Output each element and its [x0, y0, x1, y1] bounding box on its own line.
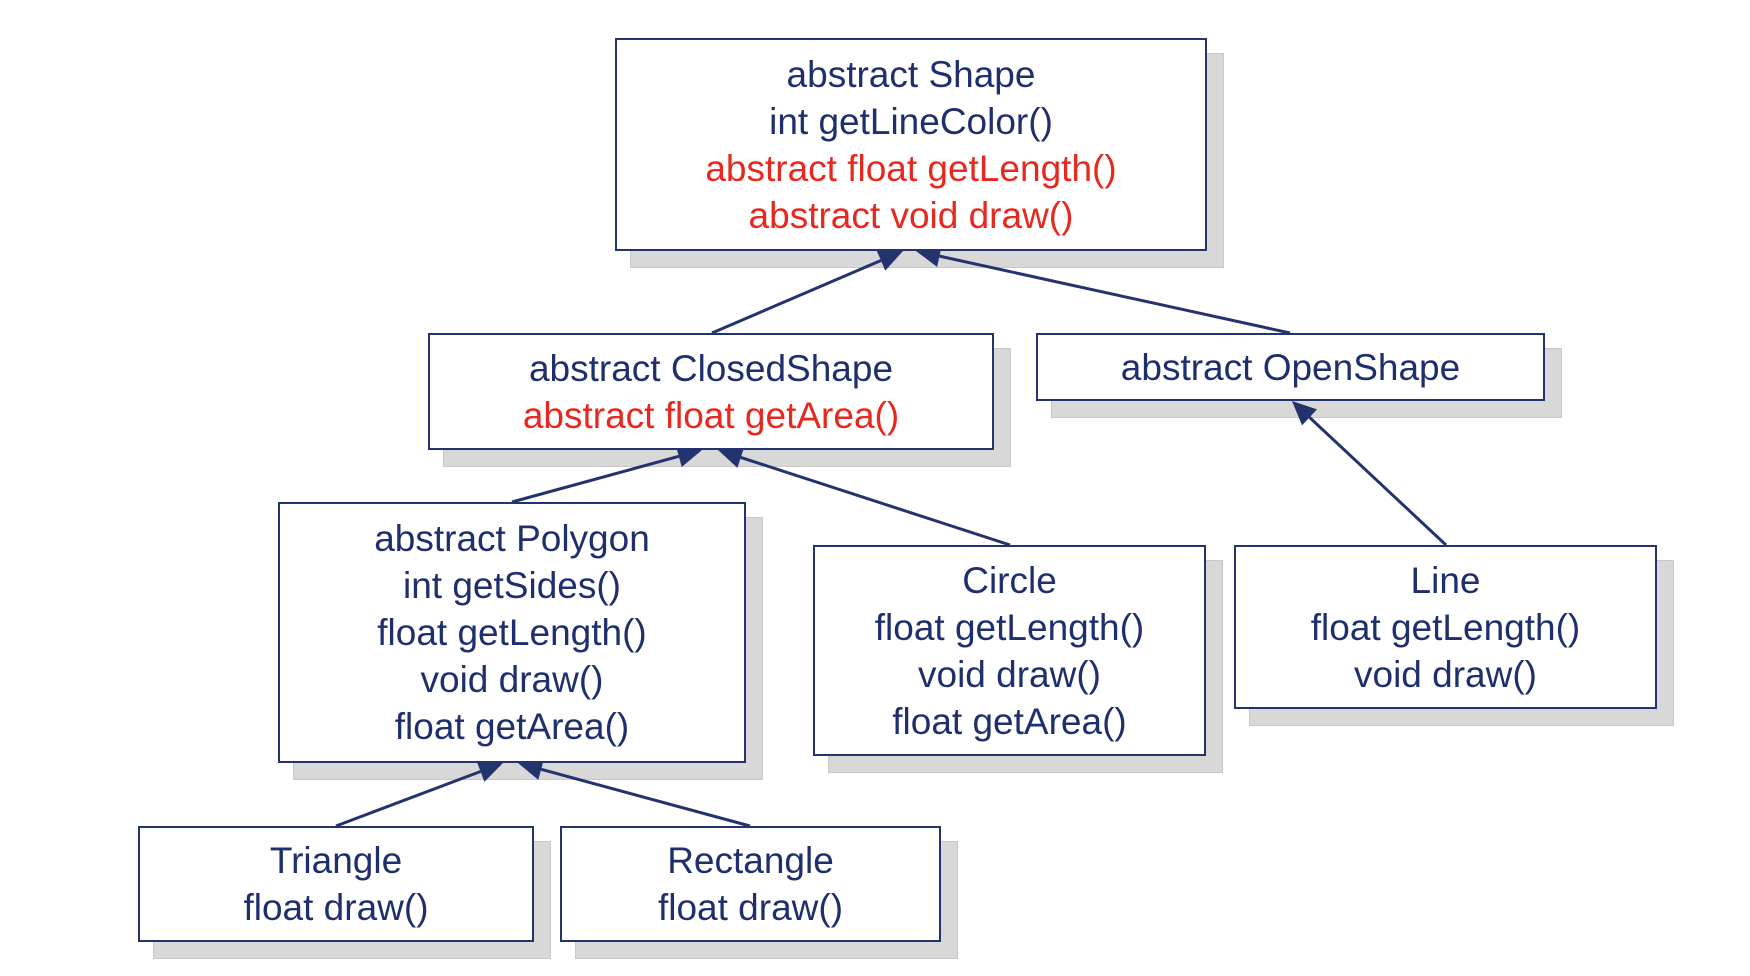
- closedshape-method: abstract float getArea(): [522, 394, 900, 436]
- arrow-polygon-to-closedshape: [511, 454, 680, 504]
- class-box-closedshape: abstract ClosedShape abstract float getAr…: [428, 333, 994, 450]
- class-box-circle: Circle float getLength() void draw() float …: [813, 545, 1206, 756]
- polygon-method: int getSides(): [403, 565, 621, 606]
- arrow-rectangle-to-polygon: [540, 767, 751, 828]
- circle-method: float getLength(): [874, 606, 1145, 648]
- class-box-polygon: abstract Polygon int getSides() float getL…: [278, 502, 746, 763]
- class-box-shape: abstract Shape int getLineColor() abstract…: [615, 38, 1207, 251]
- polygon-class-name: abstract Polygon: [374, 518, 650, 559]
- polygon-method: float getLength(): [377, 612, 647, 653]
- arrow-line-to-openshape: [1308, 416, 1448, 547]
- circle-method: float getArea(): [892, 700, 1127, 742]
- arrow-triangle-to-polygon: [335, 770, 482, 828]
- arrowhead-polygon-to-closedshape: [675, 445, 702, 467]
- arrowhead-triangle-to-polygon: [476, 761, 503, 782]
- class-box-openshape: abstract OpenShape: [1036, 333, 1545, 401]
- rectangle-class-name: Rectangle: [667, 840, 834, 881]
- shape-class-name: abstract Shape: [786, 53, 1036, 95]
- circle-class-name: Circle: [962, 559, 1057, 601]
- arrowhead-closedshape-to-shape: [876, 250, 903, 271]
- shape-method: abstract void draw(): [748, 194, 1074, 236]
- polygon-method: float getArea(): [394, 706, 630, 747]
- triangle-class-name: Triangle: [269, 840, 403, 881]
- arrowhead-circle-to-closedshape: [718, 446, 745, 468]
- shape-method: abstract float getLength(): [705, 147, 1117, 189]
- shape-method: int getLineColor(): [769, 100, 1053, 142]
- rectangle-method: float draw(): [657, 887, 844, 928]
- class-box-line: Line float getLength() void draw(): [1234, 545, 1657, 709]
- polygon-method: void draw(): [420, 659, 604, 700]
- closedshape-class-name: abstract ClosedShape: [528, 347, 894, 389]
- openshape-class-name: abstract OpenShape: [1120, 346, 1461, 388]
- arrow-closedshape-to-shape: [711, 259, 882, 335]
- circle-method: void draw(): [918, 653, 1101, 695]
- class-box-rectangle: Rectangle float draw(): [560, 826, 941, 942]
- arrow-circle-to-closedshape: [740, 455, 1011, 547]
- triangle-method: float draw(): [243, 887, 429, 928]
- arrowhead-line-to-openshape: [1292, 401, 1318, 426]
- arrow-openshape-to-shape: [939, 254, 1291, 335]
- line-method: float getLength(): [1310, 606, 1581, 648]
- arrowhead-rectangle-to-polygon: [518, 758, 545, 780]
- class-box-triangle: Triangle float draw(): [138, 826, 534, 942]
- line-method: void draw(): [1354, 653, 1537, 695]
- line-class-name: Line: [1410, 559, 1481, 601]
